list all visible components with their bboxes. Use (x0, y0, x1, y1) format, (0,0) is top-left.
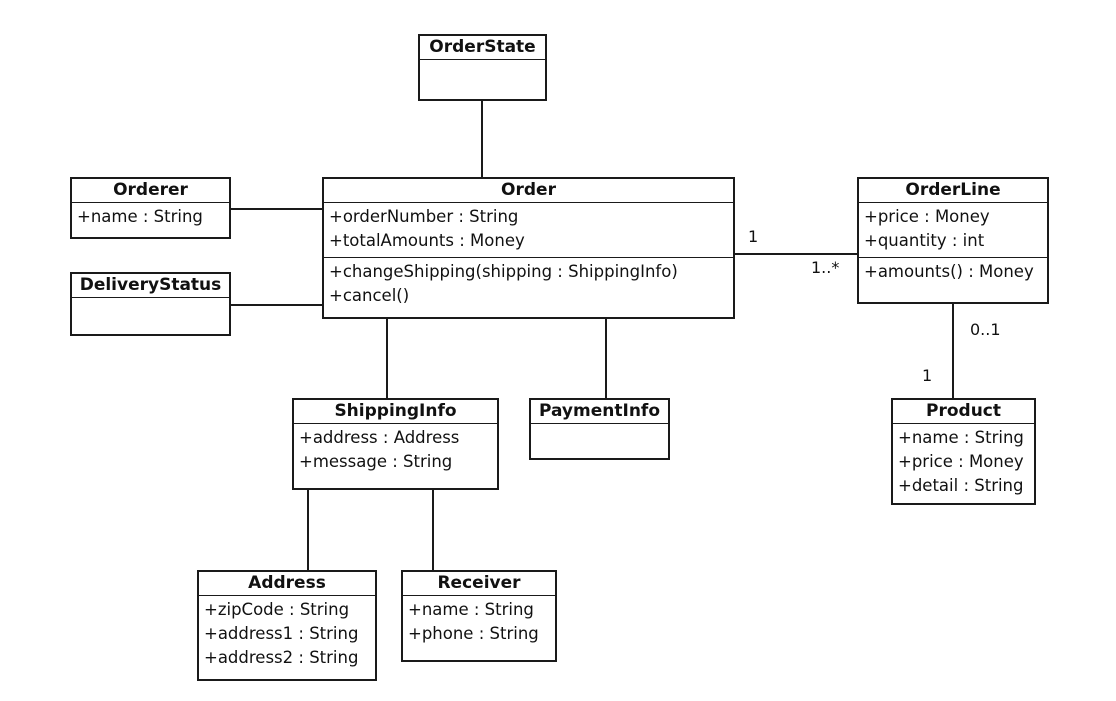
attribute: +address2 : String (204, 648, 359, 667)
attributes-compartment: +orderNumber : String +totalAmounts : Mo… (324, 203, 733, 258)
attribute: +totalAmounts : Money (329, 231, 525, 250)
attributes-compartment (420, 60, 545, 88)
class-name: Order (324, 179, 733, 203)
multiplicity-product-end: 1 (922, 366, 933, 385)
attribute: +message : String (299, 452, 453, 471)
class-receiver[interactable]: Receiver +name : String +phone : String (401, 570, 557, 662)
class-name: Orderer (72, 179, 229, 203)
class-name: DeliveryStatus (72, 274, 229, 298)
attribute: +detail : String (898, 476, 1024, 495)
class-name: OrderLine (859, 179, 1047, 203)
operations-compartment: +changeShipping(shipping : ShippingInfo)… (324, 258, 733, 312)
operations-compartment: +amounts() : Money (859, 258, 1047, 288)
attribute: +price : Money (864, 207, 990, 226)
operation: +cancel() (329, 286, 410, 305)
attribute: +address1 : String (204, 624, 359, 643)
attribute: +price : Money (898, 452, 1024, 471)
attribute: +name : String (408, 600, 534, 619)
class-shippinginfo[interactable]: ShippingInfo +address : Address +message… (292, 398, 499, 490)
attributes-compartment: +name : String +price : Money +detail : … (893, 424, 1034, 502)
attribute: +quantity : int (864, 231, 985, 250)
class-name: Product (893, 400, 1034, 424)
class-deliverystatus[interactable]: DeliveryStatus (70, 272, 231, 336)
class-name: PaymentInfo (531, 400, 668, 424)
attributes-compartment (531, 424, 668, 452)
attribute: +name : String (898, 428, 1024, 447)
attribute: +name : String (77, 207, 203, 226)
attribute: +phone : String (408, 624, 539, 643)
class-name: OrderState (420, 36, 545, 60)
attributes-compartment: +address : Address +message : String (294, 424, 497, 478)
attribute: +address : Address (299, 428, 460, 447)
attributes-compartment: +name : String +phone : String (403, 596, 555, 650)
class-orderline[interactable]: OrderLine +price : Money +quantity : int… (857, 177, 1049, 304)
multiplicity-orderline-product-end: 0..1 (970, 320, 1001, 339)
class-orderer[interactable]: Orderer +name : String (70, 177, 231, 239)
multiplicity-orderline-end: 1..* (811, 258, 840, 277)
operation: +amounts() : Money (864, 262, 1034, 281)
class-paymentinfo[interactable]: PaymentInfo (529, 398, 670, 460)
attributes-compartment: +zipCode : String +address1 : String +ad… (199, 596, 375, 674)
class-orderstate[interactable]: OrderState (418, 34, 547, 101)
attributes-compartment: +price : Money +quantity : int (859, 203, 1047, 258)
multiplicity-order-end: 1 (748, 227, 759, 246)
class-name: Address (199, 572, 375, 596)
operation: +changeShipping(shipping : ShippingInfo) (329, 262, 678, 281)
attributes-compartment (72, 298, 229, 326)
class-name: Receiver (403, 572, 555, 596)
class-order[interactable]: Order +orderNumber : String +totalAmount… (322, 177, 735, 319)
attribute: +zipCode : String (204, 600, 350, 619)
attribute: +orderNumber : String (329, 207, 519, 226)
class-address[interactable]: Address +zipCode : String +address1 : St… (197, 570, 377, 681)
class-name: ShippingInfo (294, 400, 497, 424)
class-product[interactable]: Product +name : String +price : Money +d… (891, 398, 1036, 505)
attributes-compartment: +name : String (72, 203, 229, 233)
